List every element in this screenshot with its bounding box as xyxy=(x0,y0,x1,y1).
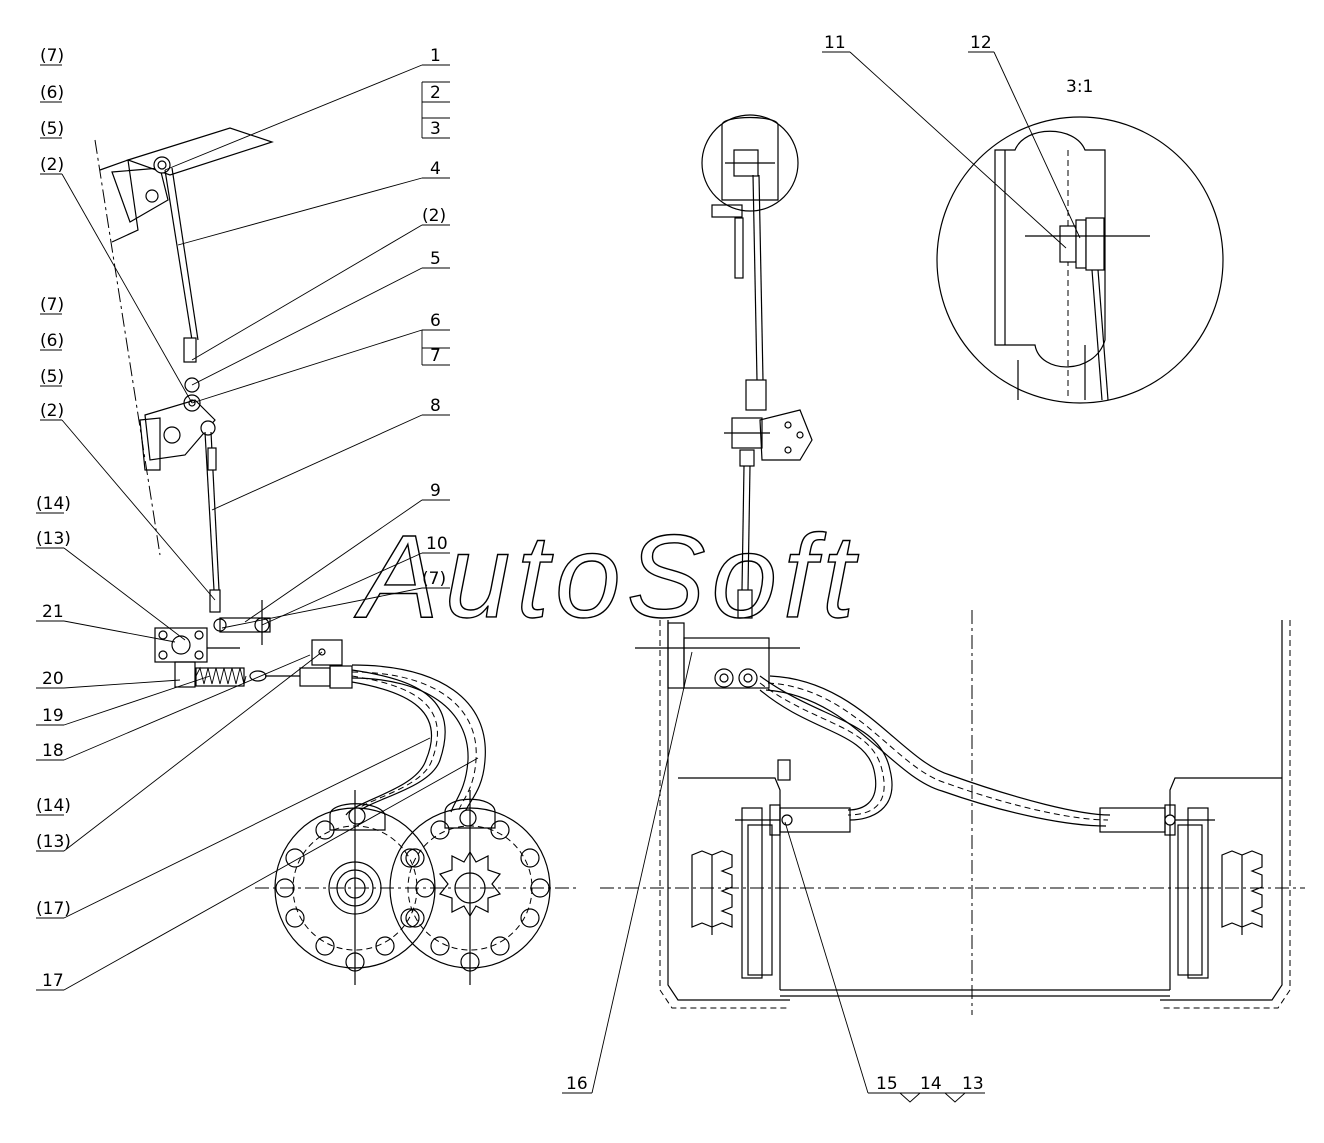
label: 15 xyxy=(876,1074,898,1094)
leader-lines-detail xyxy=(562,51,1081,1103)
label: (6) xyxy=(40,331,64,351)
label: 16 xyxy=(566,1074,588,1094)
label: (17) xyxy=(36,899,71,919)
label: 14 xyxy=(920,1074,942,1094)
detail-view xyxy=(936,116,1224,404)
label: 20 xyxy=(42,669,64,689)
label: (13) xyxy=(36,832,71,852)
label: (7) xyxy=(40,46,64,66)
left-view xyxy=(94,127,580,985)
label: 9 xyxy=(430,481,441,501)
label: 5 xyxy=(430,249,441,269)
label: 2 xyxy=(430,83,441,103)
label: 1 xyxy=(430,46,441,66)
label: (5) xyxy=(40,119,64,139)
label: (14) xyxy=(36,494,71,514)
watermark: AutoSoft xyxy=(354,511,861,643)
label: 8 xyxy=(430,396,441,416)
label: 18 xyxy=(42,741,64,761)
label: (7) xyxy=(40,295,64,315)
label: 3 xyxy=(430,119,441,139)
view-scale-label: 3:1 xyxy=(1066,77,1093,97)
right-view xyxy=(600,114,1305,1015)
label: (2) xyxy=(40,155,64,175)
label: 21 xyxy=(42,602,64,622)
label: (13) xyxy=(36,529,71,549)
label: 7 xyxy=(430,346,441,366)
label: (5) xyxy=(40,367,64,387)
label: 13 xyxy=(962,1074,984,1094)
label: (2) xyxy=(40,401,64,421)
label: 4 xyxy=(430,159,441,179)
label: 11 xyxy=(824,33,846,53)
label: (6) xyxy=(40,83,64,103)
label: (2) xyxy=(422,206,446,226)
part-labels: (7) (6) (5) (2) (7) (6) (5) (2) (14) (13… xyxy=(36,33,1093,1094)
label: (7) xyxy=(422,569,446,589)
label: 6 xyxy=(430,311,441,331)
label: 12 xyxy=(970,33,992,53)
label: 10 xyxy=(426,534,448,554)
label: 19 xyxy=(42,706,64,726)
label: 17 xyxy=(42,971,64,991)
label: (14) xyxy=(36,796,71,816)
leader-lines-right xyxy=(164,64,450,629)
leader-lines-left xyxy=(36,64,479,991)
